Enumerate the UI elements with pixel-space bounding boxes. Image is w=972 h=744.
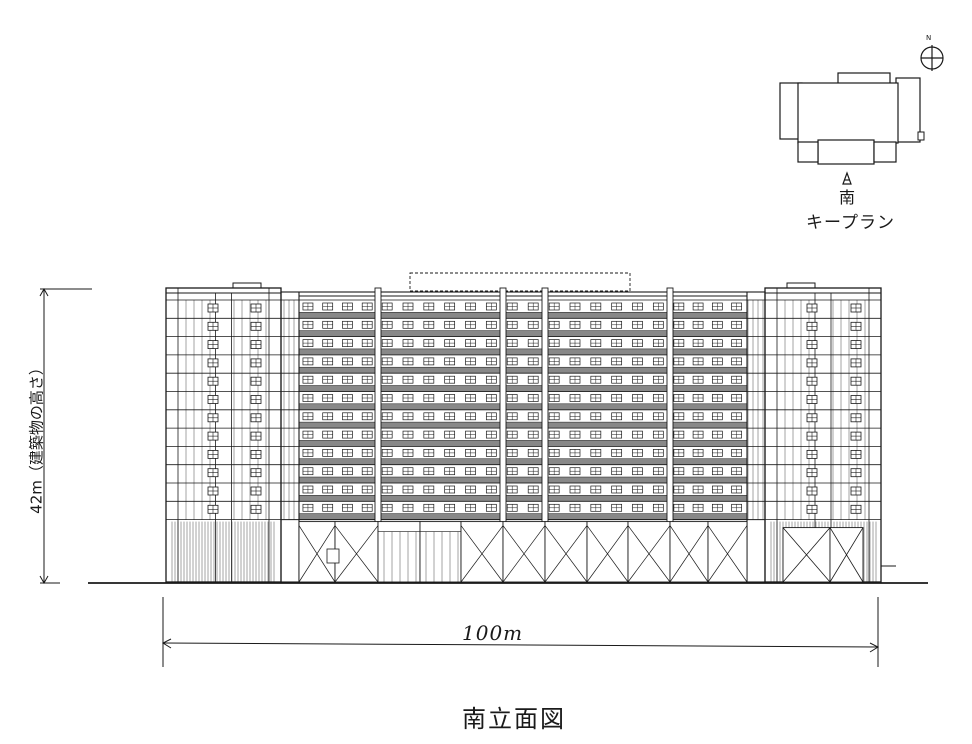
ground-bay-brace [502, 525, 546, 583]
key-plan-diagram [779, 72, 925, 165]
ground-bay [460, 521, 504, 583]
balcony-railing [298, 385, 748, 392]
south-direction-label: 南 [839, 188, 856, 207]
key-plan-sw-corner [797, 141, 819, 163]
ground-bay [627, 521, 671, 583]
ground-bay [502, 521, 546, 583]
rooftop-dashed-outline [409, 272, 631, 292]
ground-bay [334, 521, 379, 583]
north-arrow-icon [920, 45, 944, 71]
balcony-railing [298, 513, 748, 520]
building-width-dimension-label: 100m [462, 621, 524, 645]
ground-bay-brace [782, 527, 831, 583]
key-plan-annex [917, 131, 925, 141]
ground-bay-frame [627, 521, 671, 583]
ground-bay [419, 521, 462, 583]
key-plan-main-block [797, 82, 899, 144]
central-slab [280, 272, 766, 583]
ground-bay-brace [460, 525, 504, 583]
building-height-dimension-label: 42m（建築物の高さ） [27, 360, 46, 514]
key-plan-east-wing [895, 77, 921, 143]
ground-bay-frame [669, 521, 709, 583]
ground-bay-frame [544, 521, 588, 583]
ground-bay-brace [586, 525, 629, 583]
balcony-railing [298, 440, 748, 447]
balcony-railing [298, 495, 748, 502]
ground-bay-brace [298, 525, 336, 583]
tower-east [764, 282, 896, 583]
rooftop-equipment [786, 282, 816, 289]
ground-bay-brace [544, 525, 588, 583]
ground-bay-brace [829, 527, 864, 583]
key-plan-label: キープラン [806, 213, 895, 233]
balcony-railing [298, 348, 748, 356]
balcony-railing [298, 330, 748, 337]
key-plan-se-corner [873, 141, 897, 163]
building-elevation [88, 272, 928, 584]
ground-bay-brace [669, 525, 709, 583]
balcony-railing [298, 458, 748, 465]
ground-bay-frame [334, 521, 379, 583]
ground-bay [669, 521, 709, 583]
north-label: N [926, 34, 932, 42]
ground-bay [707, 521, 748, 583]
entrance-sign [326, 548, 340, 564]
ground-bay-frame [460, 521, 504, 583]
south-arrow-icon [842, 171, 852, 185]
ground-bay-frame [707, 521, 748, 583]
dimension-lines [39, 287, 880, 667]
balcony-railing [298, 312, 748, 319]
rooftop-equipment [232, 282, 262, 289]
ground-bay-brace [627, 525, 671, 583]
height-arrow-top [39, 287, 49, 297]
height-arrow-bottom [39, 575, 49, 585]
ground-bay [377, 521, 421, 583]
drawing-title: 南立面図 [462, 705, 566, 733]
ground-bay [544, 521, 588, 583]
ground-bay [586, 521, 629, 583]
balcony-railing [298, 366, 748, 374]
ground-bay-brace [707, 525, 748, 583]
ground-bay-frame [502, 521, 546, 583]
balcony-railing [298, 403, 748, 411]
balcony-railing [298, 476, 748, 484]
tower-west [165, 282, 282, 583]
balcony-railing [298, 421, 748, 429]
width-dimension-line [162, 642, 879, 648]
tower-outline [165, 287, 282, 583]
width-arrow-left [161, 638, 172, 649]
width-arrow-right [869, 642, 880, 653]
ground-bay-frame [377, 521, 421, 583]
key-plan-south-block [817, 139, 875, 165]
ground-bay-brace [334, 525, 379, 583]
ground-bay-frame [586, 521, 629, 583]
